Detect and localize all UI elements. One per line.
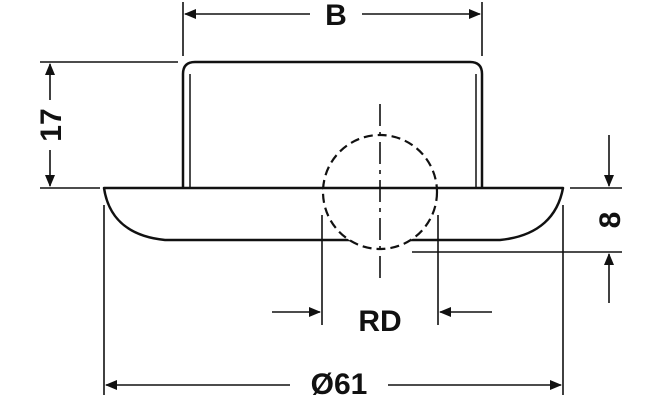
dimension-lines xyxy=(45,9,614,390)
dimension-label-rd: RD xyxy=(358,305,401,338)
dimension-label-b: B xyxy=(325,0,347,32)
extension-lines xyxy=(40,2,622,395)
dimension-label-17: 17 xyxy=(35,108,68,141)
dimension-label-diameter: Ø61 xyxy=(311,368,368,400)
dimension-label-8: 8 xyxy=(594,212,627,229)
